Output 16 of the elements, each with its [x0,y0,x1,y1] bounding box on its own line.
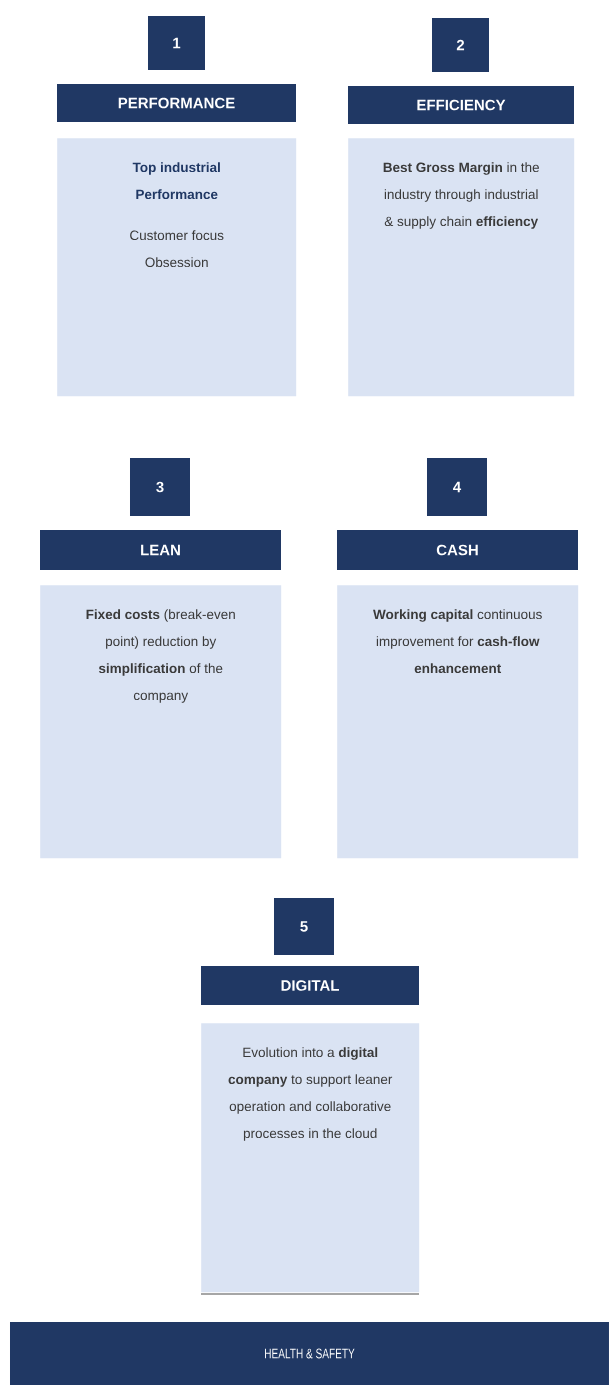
number-badge: 3 [130,458,190,516]
header-band: CASH [337,530,578,570]
text-panel: Top industrial Performance Customer focus Obsession [57,138,297,397]
number-badge: 2 [432,18,489,72]
footer-band: HEALTH & SAFETY [10,1322,609,1385]
header-band: PERFORMANCE [57,84,296,122]
header-band: EFFICIENCY [348,86,574,124]
text-panel: Best Gross Margin in the industry through industrial & supply chain efficiency [348,138,575,397]
header-band: DIGITAL [201,966,419,1005]
text-panel: Working capital continuous improvement for cash-flow enhancement [337,585,579,859]
number-badge: 1 [148,16,205,70]
text-panel: Fixed costs (break-even point) reduction by simplification of the company [40,585,282,859]
header-band: LEAN [40,530,281,570]
text-panel: Evolution into a digital company to support leaner operation and collaborative processes in the cloud [201,1023,420,1293]
number-badge: 4 [427,458,487,516]
number-badge: 5 [274,898,334,955]
